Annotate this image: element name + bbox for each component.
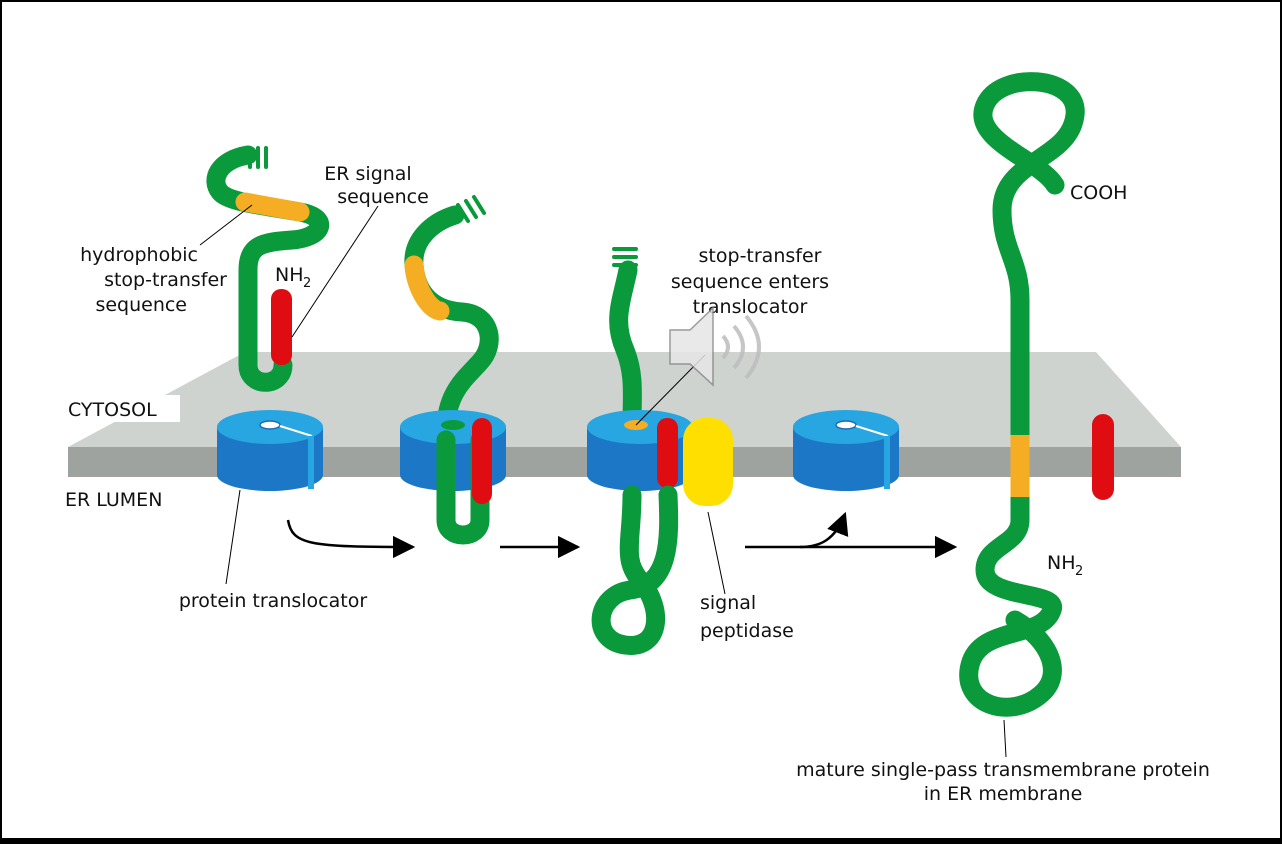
process-arrows	[286, 511, 958, 559]
cytosol-label: CYTOSOL	[68, 399, 157, 421]
stage-2-polypeptide-lumen	[436, 418, 492, 545]
mature-protein-label-line1: mature single-pass transmembrane protein	[796, 759, 1210, 781]
arrow-exit	[799, 511, 849, 549]
stage-3-polypeptide-top	[609, 247, 642, 435]
er-lumen-label: ER LUMEN	[65, 489, 162, 511]
stage-3-polypeptide-lumen	[591, 485, 679, 655]
hydrophobic-label-line3: sequence	[95, 294, 187, 316]
signal-peptidase-shape	[683, 418, 733, 506]
cleaved-signal-sequence	[1092, 414, 1114, 500]
hydrophobic-label-line2: stop-transfer	[104, 269, 227, 291]
signal-sequence-stage-3	[657, 418, 678, 488]
hydrophobic-label-line1: hydrophobic	[80, 244, 198, 266]
svg-text:2: 2	[1075, 564, 1083, 579]
signal-peptidase-label-line2: peptidase	[700, 620, 794, 642]
translocator-1	[217, 410, 323, 491]
svg-text:NH: NH	[275, 264, 304, 286]
er-signal-label-line1: ER signal	[324, 163, 411, 185]
arrow-1	[286, 519, 416, 559]
speaker-icon[interactable]	[669, 306, 761, 387]
stage-2-polypeptide	[404, 195, 499, 440]
signal-peptidase-label-line1: signal	[700, 592, 756, 614]
nh2-label-mature: NH 2	[1047, 552, 1083, 579]
svg-text:2: 2	[303, 276, 311, 291]
stop-transfer-label-line1: stop-transfer	[699, 245, 822, 267]
stop-transfer-label-line2: sequence enters	[671, 271, 829, 293]
mature-protein-top	[973, 72, 1085, 450]
translocator-4	[793, 410, 899, 491]
er-signal-label-line2: sequence	[337, 186, 429, 208]
leader-lines	[199, 204, 1007, 758]
protein-translocator-label: protein translocator	[179, 590, 367, 612]
signal-sequence-stage-2	[472, 418, 492, 504]
svg-text:NH: NH	[1047, 552, 1076, 574]
nh2-label-stage-1: NH 2	[275, 264, 311, 291]
stop-transfer-label-line3: translocator	[693, 296, 808, 318]
mature-protein-label-line2: in ER membrane	[924, 783, 1083, 805]
stage-1-polypeptide	[206, 145, 330, 392]
mature-protein-lumen	[959, 430, 1062, 717]
signal-sequence-stage-1	[271, 289, 292, 365]
translocator-3	[587, 410, 693, 491]
cooh-label: COOH	[1070, 182, 1127, 204]
